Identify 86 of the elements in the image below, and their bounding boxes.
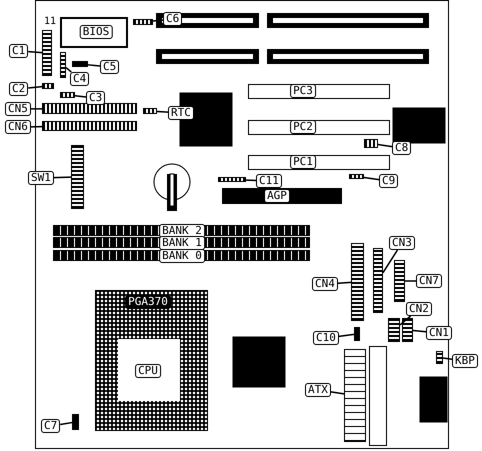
callout-label: ATX: [305, 383, 331, 397]
leader-line: [400, 315, 412, 326]
memory-slot: [53, 225, 310, 236]
callout-label: CN5: [5, 102, 31, 116]
callout-label: C6: [163, 12, 182, 26]
pin-number: 11: [44, 16, 56, 27]
leader-line: [412, 330, 426, 333]
leader-line: [364, 176, 380, 180]
leader-line: [382, 250, 398, 274]
pin-header: [218, 177, 246, 182]
leader-line: [378, 144, 392, 148]
leader-line: [54, 176, 72, 178]
leader-line: [28, 50, 42, 54]
memory-slot: [53, 237, 310, 248]
leader-line: [74, 95, 86, 98]
connector: [369, 346, 387, 446]
callout-label: C9: [379, 174, 398, 188]
leader-line: [405, 280, 416, 282]
leader-line: [28, 86, 42, 89]
power-connector: [344, 349, 366, 442]
socket-model-text: PGA370: [125, 295, 171, 309]
jumper: [364, 139, 378, 148]
leader-line: [66, 66, 72, 73]
slot-label: AGP: [264, 189, 290, 203]
leader-line: [60, 422, 72, 426]
pin-header: [60, 52, 66, 78]
callout-label: C11: [256, 174, 282, 188]
leader-line: [338, 282, 352, 284]
callout-label: CN6: [5, 120, 31, 134]
leader-line: [330, 391, 344, 395]
pci-slot: [248, 155, 390, 170]
pin-header: [373, 248, 383, 313]
pci-slot: [248, 120, 390, 135]
callout-label: C10: [313, 331, 339, 345]
callout-label: CN2: [406, 302, 432, 316]
jumper: [354, 327, 360, 341]
jumper: [42, 83, 54, 89]
slot-label: PC1: [290, 155, 316, 169]
memory-slot: [53, 250, 310, 261]
leader-line: [442, 357, 452, 360]
leader-line: [152, 19, 164, 22]
leader-line: [88, 64, 100, 67]
chip-label: BIOS: [80, 25, 112, 39]
callout-label: C7: [41, 419, 60, 433]
jumper: [60, 92, 75, 98]
leader-line: [338, 334, 354, 338]
callout-label: RTC: [168, 106, 194, 120]
pci-slot: [248, 84, 390, 99]
pin-header: [351, 243, 364, 321]
pin-header: [394, 260, 405, 302]
jumper: [72, 61, 88, 67]
leader-line: [156, 110, 168, 113]
slot-label: PC3: [290, 84, 316, 98]
callout-label: C1: [9, 44, 28, 58]
agp-slot: [222, 188, 342, 204]
ide-connector: [42, 121, 137, 131]
callout-label: C5: [100, 60, 120, 74]
slot-label: BANK 0: [159, 249, 205, 263]
pin-header: [388, 318, 400, 342]
bios-chip: [60, 17, 128, 48]
leader-line: [30, 108, 42, 110]
jumper: [436, 351, 443, 364]
callout-label: KBP: [452, 354, 478, 368]
callout-label: CN3: [389, 236, 415, 250]
callout-label: SW1: [28, 171, 54, 185]
callout-label: C4: [70, 72, 90, 86]
slot-label: PC2: [290, 120, 316, 134]
callout-label: CN1: [426, 326, 452, 340]
ide-connector: [42, 103, 137, 114]
leader-line: [246, 179, 256, 182]
callout-label: C3: [86, 91, 106, 105]
jumper: [143, 108, 157, 114]
callout-label: CN4: [312, 277, 338, 291]
callout-label: C8: [392, 141, 412, 155]
slot-label: BANK 1: [159, 236, 205, 250]
leader-line: [30, 126, 42, 128]
jumper: [72, 414, 79, 430]
chip-label: CPU: [135, 364, 161, 378]
pin-header: [42, 30, 52, 76]
pin-header: [402, 318, 413, 342]
dip-switch: [71, 145, 84, 209]
cpu-socket: [95, 290, 208, 431]
pin-header: [133, 19, 153, 25]
callout-label: C2: [9, 82, 28, 96]
callout-label: CN7: [416, 274, 442, 288]
pin-header: [349, 174, 364, 179]
